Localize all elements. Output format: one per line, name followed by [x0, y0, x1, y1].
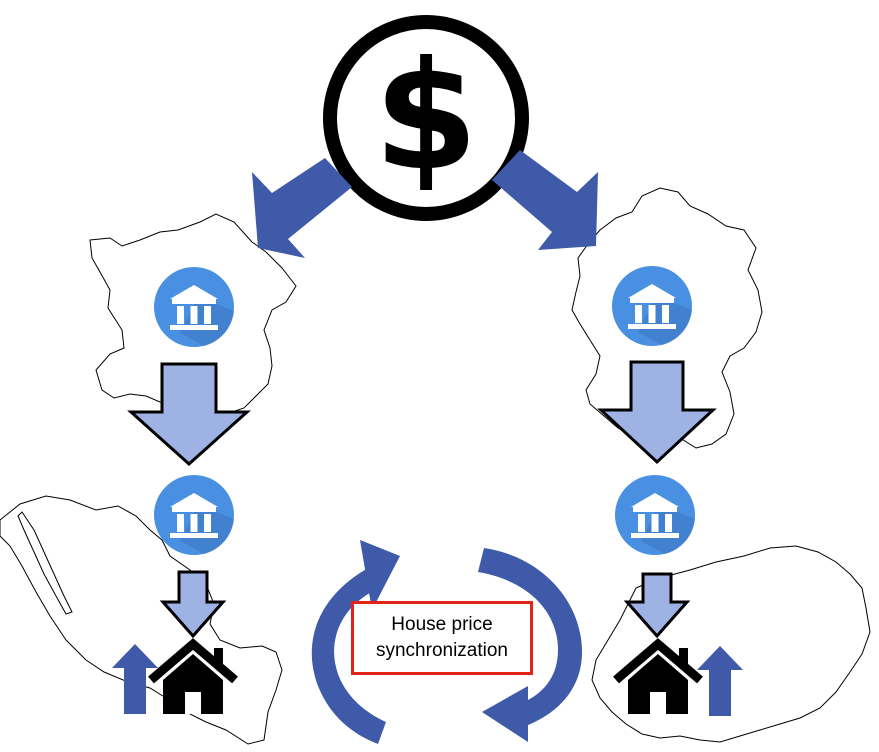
arrow-down-icon — [127, 362, 251, 467]
house-icon — [148, 638, 238, 714]
dollar-coin-icon: $ — [323, 15, 529, 221]
house-price-synchronization-label: House price synchronization — [351, 601, 533, 675]
svg-text:$: $ — [374, 30, 478, 204]
map-outline-bottom-right-country — [591, 545, 871, 743]
arrow-up-icon — [697, 646, 743, 716]
arrow-down-icon — [159, 570, 227, 639]
circular-arrows-icon — [311, 540, 582, 744]
arrow-down-icon — [597, 360, 717, 465]
arrow-down-icon — [623, 572, 691, 639]
map-outline-bottom-left-country — [0, 495, 283, 745]
map-outline-top-left-country — [89, 213, 297, 419]
bank-building-icon — [154, 475, 234, 555]
bank-building-icon — [154, 267, 234, 347]
label-line-2: synchronization — [375, 640, 509, 661]
bank-building-icon — [612, 266, 692, 346]
label-line-1: House price — [391, 614, 493, 635]
cycle-arrow-right-head — [482, 686, 528, 742]
arrow-up-icon — [112, 644, 158, 714]
cycle-arrow-left-head — [360, 540, 400, 610]
arrow-down-right-dark — [492, 150, 598, 250]
house-icon — [613, 638, 703, 714]
map-outline-bottom-left-peninsula — [17, 511, 73, 615]
cycle-arrow-right — [478, 548, 582, 728]
cycle-arrow-left — [311, 566, 386, 744]
bank-building-icon — [615, 475, 695, 555]
map-outline-top-right-country — [571, 187, 763, 449]
arrow-down-left-dark — [252, 158, 352, 258]
